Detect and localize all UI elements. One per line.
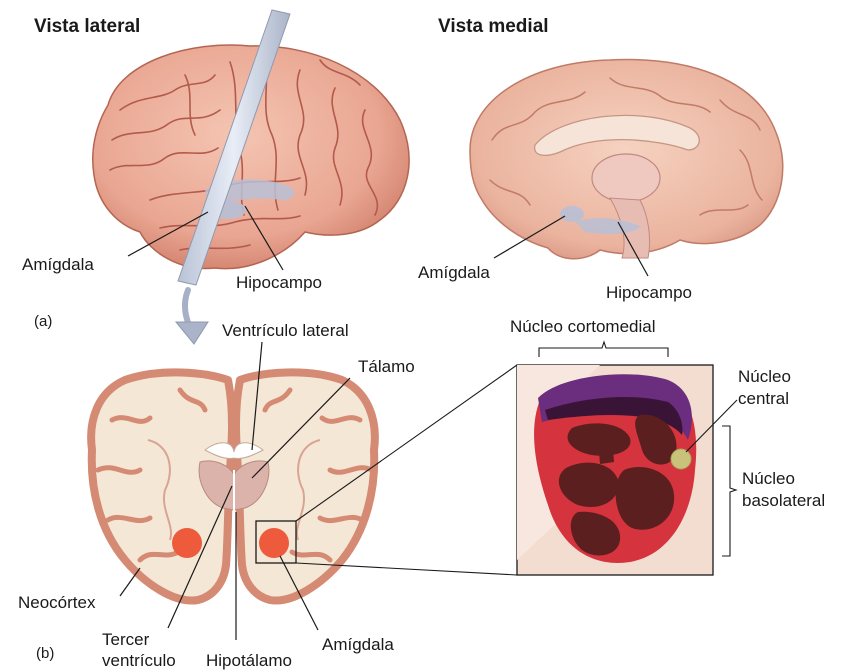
coronal-section (91, 372, 375, 600)
basolateral-bracket (722, 426, 736, 556)
lateral-view: Vista lateral (34, 16, 409, 269)
corticomedial-bracket (539, 342, 668, 357)
hypothalamus-label: Hipotálamo (206, 651, 292, 670)
lateral-hippocampus-label: Hipocampo (236, 273, 322, 292)
medial-view-title: Vista medial (438, 16, 549, 37)
medial-amygdala (560, 206, 584, 222)
neocortex-label: Neocórtex (18, 593, 96, 612)
thalamus-label: Tálamo (358, 357, 415, 376)
medial-amygdala-label: Amígdala (418, 263, 490, 282)
panel-b-marker: (b) (36, 645, 54, 662)
third-ventricle-label-line2: ventrículo (102, 651, 176, 670)
amygdala-inset (517, 342, 737, 575)
basolateral-label-line2: basolateral (742, 491, 825, 510)
third-ventricle-label-line1: Tercer (102, 630, 150, 649)
coronal-amygdala-label: Amígdala (322, 635, 394, 654)
medial-view: Vista medial (438, 16, 783, 259)
coronal-amygdala-right (259, 528, 289, 558)
basolateral-label-line1: Núcleo (742, 469, 795, 488)
lateral-amygdala-label: Amígdala (22, 255, 94, 274)
medial-hippocampus-label: Hipocampo (606, 283, 692, 302)
inset-central-nucleus (671, 449, 691, 469)
corticomedial-label: Núcleo cortomedial (510, 317, 656, 336)
medial-thalamus (592, 154, 660, 202)
coronal-amygdala-left (172, 528, 202, 558)
central-nucleus-label-line2: central (738, 389, 789, 408)
central-nucleus-label-line1: Núcleo (738, 367, 791, 386)
panel-a-marker: (a) (34, 313, 52, 330)
lateral-view-title: Vista lateral (34, 16, 140, 37)
lateral-ventricle-label: Ventrículo lateral (222, 321, 349, 340)
